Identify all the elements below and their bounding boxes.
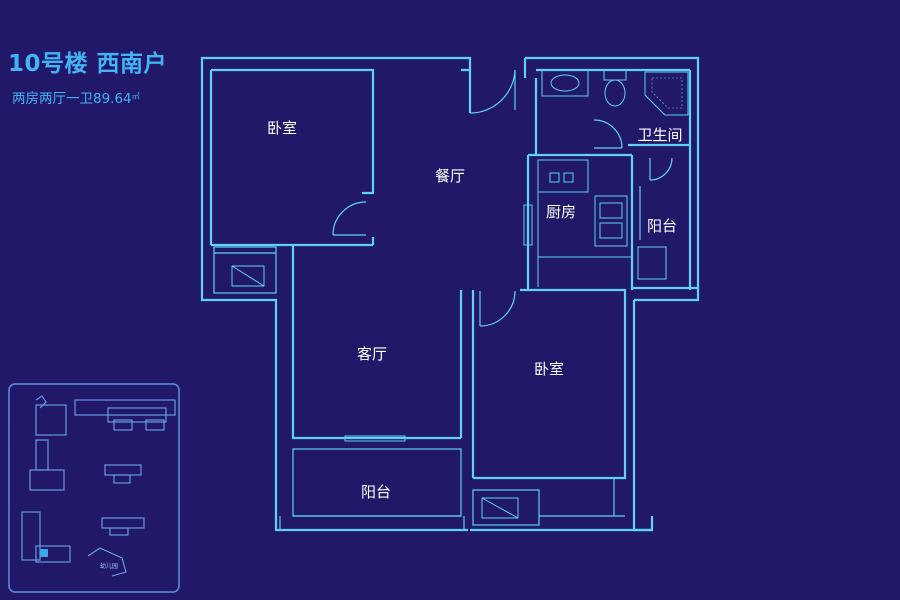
- room-label-dining: 餐厅: [435, 167, 465, 185]
- outer-walls: [200, 56, 700, 532]
- site-map-inset: 幼儿园: [8, 383, 180, 593]
- room-label-balcony-south: 阳台: [361, 483, 391, 501]
- east-balcony: [637, 186, 667, 280]
- doors: [332, 69, 673, 327]
- room-label-balcony-east: 阳台: [647, 217, 677, 235]
- north-bay-window: [213, 246, 277, 294]
- south-bay-window: [472, 478, 625, 526]
- unit-subtitle: 两房两厅一卫89.64㎡: [12, 87, 140, 107]
- room-label-bedroom-north: 卧室: [267, 119, 297, 137]
- unit-title: 10号楼 西南户: [8, 51, 168, 77]
- room-label-living: 客厅: [357, 345, 387, 363]
- area-unit: ㎡: [131, 92, 140, 101]
- bathroom-fixtures: [541, 69, 689, 116]
- kindergarten-label: 幼儿园: [100, 562, 118, 570]
- interior-walls: [209, 68, 698, 480]
- kitchen-fixtures: [523, 159, 632, 287]
- room-label-kitchen: 厨房: [546, 203, 576, 221]
- room-label-bedroom-south: 卧室: [534, 360, 564, 378]
- room-label-bathroom: 卫生间: [637, 126, 682, 144]
- layout-area-text: 两房两厅一卫89.64: [12, 91, 132, 107]
- south-balcony: [279, 435, 465, 530]
